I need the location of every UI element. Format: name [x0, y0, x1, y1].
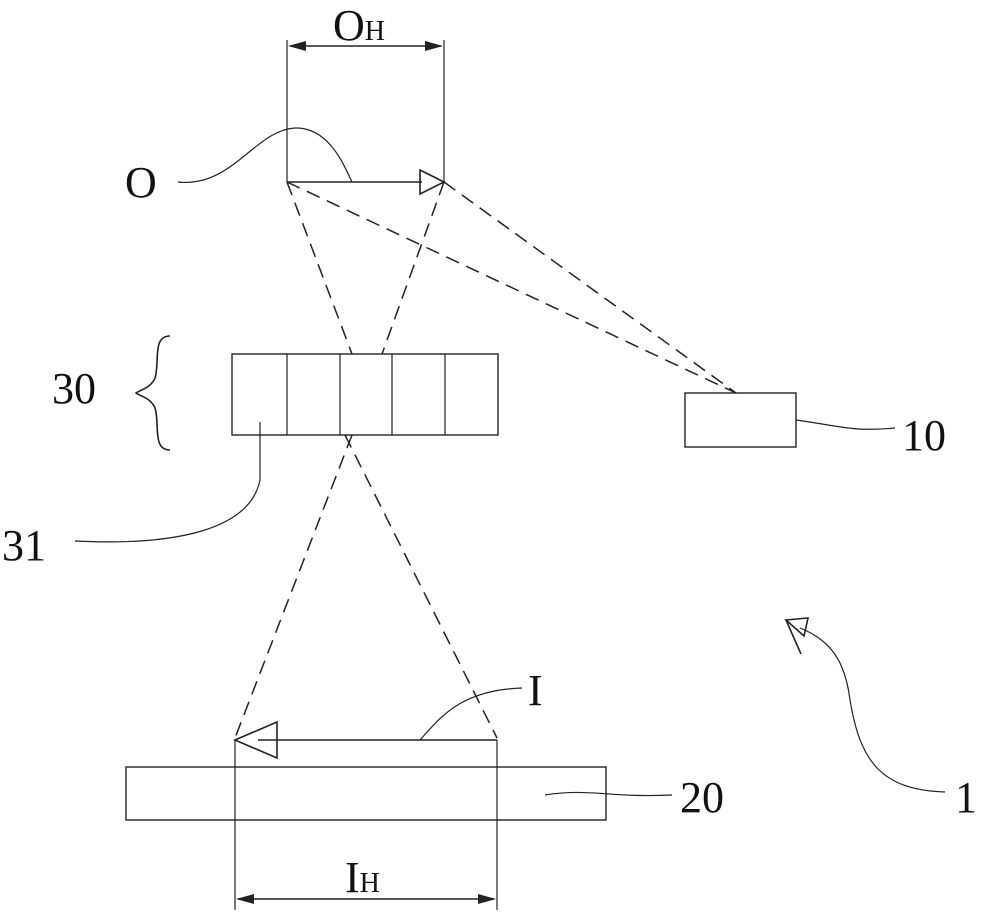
object-arrow — [287, 170, 444, 194]
object-leader-line — [178, 128, 352, 182]
object-height-dimension: OH — [287, 1, 444, 182]
lens-element-label: 31 — [2, 521, 46, 570]
image-height-dimension: IH — [236, 853, 496, 904]
projector-box — [685, 393, 796, 447]
projector-label: 10 — [902, 411, 946, 460]
image-label: I — [528, 666, 543, 715]
object-label: O — [125, 158, 157, 207]
ih-left-arrowhead — [236, 894, 254, 904]
system-label: 1 — [955, 773, 977, 822]
image-arrow — [235, 722, 497, 758]
lens-array-label: 30 — [52, 364, 96, 413]
oh-label: OH — [333, 1, 385, 50]
ray-lens-to-image-left — [235, 435, 352, 738]
ray-lens-to-image-right — [345, 435, 497, 738]
ih-label: IH — [345, 853, 380, 902]
image-leader-line — [420, 688, 522, 740]
lens-array-brace — [136, 336, 170, 450]
lens-element-leader-line — [75, 422, 260, 542]
oh-right-arrowhead — [425, 41, 443, 51]
system-leader-line — [800, 628, 945, 792]
screen-bar — [126, 767, 606, 820]
lens-array — [232, 354, 498, 435]
screen-label: 20 — [680, 773, 724, 822]
system-arrow-tip — [786, 620, 801, 654]
ray-object-right-to-lens — [382, 182, 444, 354]
oh-left-arrowhead — [288, 41, 306, 51]
ray-object-left-to-lens — [287, 182, 352, 354]
image-rays — [235, 435, 497, 738]
projector-leader-line — [796, 420, 895, 429]
ih-right-arrowhead — [478, 894, 496, 904]
lens-array-frame — [232, 354, 498, 435]
